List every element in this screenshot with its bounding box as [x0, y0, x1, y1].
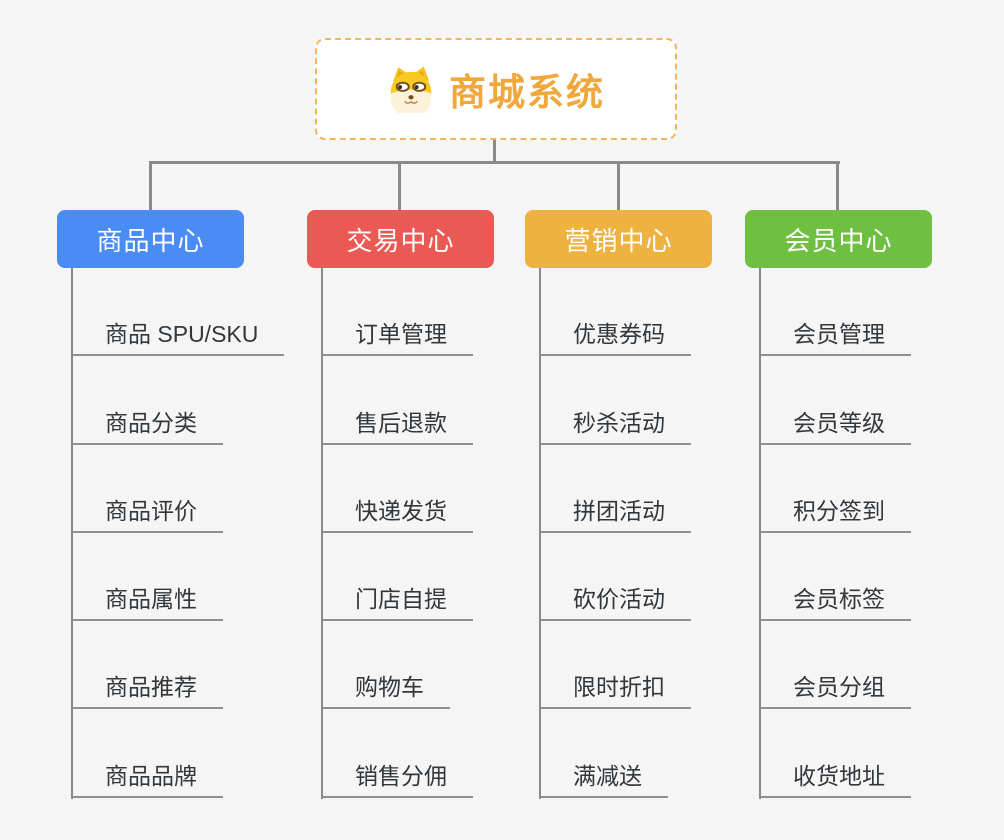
child-row: 满减送 — [539, 709, 789, 798]
child-row: 会员标签 — [759, 533, 1004, 622]
connector-drop — [836, 163, 839, 211]
child-topic[interactable]: 商品属性 — [71, 580, 223, 622]
child-row: 会员管理 — [759, 268, 1004, 357]
child-row: 秒杀活动 — [539, 356, 789, 445]
child-topic[interactable]: 快递发货 — [321, 492, 473, 533]
branch-children-column: 商品 SPU/SKU 商品分类 商品评价 商品属性 商品推荐 商品品牌 — [71, 268, 321, 799]
child-row: 购物车 — [321, 621, 571, 710]
child-row: 优惠券码 — [539, 268, 789, 357]
branch-node-marketing[interactable]: 营销中心 — [525, 210, 712, 268]
child-topic[interactable]: 优惠券码 — [539, 315, 691, 357]
child-topic[interactable]: 订单管理 — [321, 315, 473, 357]
child-row: 商品推荐 — [71, 621, 321, 710]
connector-drop — [149, 163, 152, 211]
child-topic[interactable]: 积分签到 — [759, 492, 911, 533]
branch-label: 会员中心 — [784, 225, 893, 256]
root-node[interactable]: 商城系统 — [315, 38, 677, 140]
child-topic[interactable]: 拼团活动 — [539, 492, 691, 533]
child-topic[interactable]: 商品推荐 — [71, 668, 223, 710]
child-topic[interactable]: 商品评价 — [71, 492, 223, 533]
branch-node-member[interactable]: 会员中心 — [745, 210, 932, 268]
child-topic[interactable]: 售后退款 — [321, 404, 473, 445]
connector-column-rail — [759, 268, 761, 799]
child-row: 门店自提 — [321, 533, 571, 622]
connector-horizontal-bus — [149, 161, 840, 164]
child-row: 限时折扣 — [539, 621, 789, 710]
child-topic[interactable]: 购物车 — [321, 668, 450, 710]
connector-root-stem — [493, 140, 496, 164]
child-topic[interactable]: 会员等级 — [759, 404, 911, 445]
branch-children-column: 会员管理 会员等级 积分签到 会员标签 会员分组 收货地址 — [759, 268, 1004, 799]
child-topic[interactable]: 收货地址 — [759, 757, 911, 798]
connector-drop — [617, 163, 620, 211]
child-topic[interactable]: 商品品牌 — [71, 757, 223, 798]
child-row: 会员等级 — [759, 356, 1004, 445]
child-row: 会员分组 — [759, 621, 1004, 710]
child-topic[interactable]: 销售分佣 — [321, 757, 473, 798]
child-row: 拼团活动 — [539, 445, 789, 533]
branch-children-column: 优惠券码 秒杀活动 拼团活动 砍价活动 限时折扣 满减送 — [539, 268, 789, 799]
child-row: 售后退款 — [321, 356, 571, 445]
child-topic[interactable]: 会员标签 — [759, 580, 911, 622]
child-row: 商品分类 — [71, 356, 321, 445]
child-row: 订单管理 — [321, 268, 571, 357]
child-row: 商品 SPU/SKU — [71, 268, 321, 357]
child-row: 积分签到 — [759, 445, 1004, 533]
child-row: 砍价活动 — [539, 533, 789, 622]
branch-label: 商品中心 — [96, 225, 205, 256]
child-row: 商品属性 — [71, 533, 321, 622]
child-topic[interactable]: 门店自提 — [321, 580, 473, 622]
child-row: 快递发货 — [321, 445, 571, 533]
connector-column-rail — [321, 268, 323, 799]
child-topic[interactable]: 秒杀活动 — [539, 404, 691, 445]
child-topic[interactable]: 商品 SPU/SKU — [71, 315, 285, 357]
connector-drop — [398, 163, 401, 211]
branch-children-column: 订单管理 售后退款 快递发货 门店自提 购物车 销售分佣 — [321, 268, 571, 799]
child-topic[interactable]: 会员分组 — [759, 668, 911, 710]
branch-node-trade[interactable]: 交易中心 — [307, 210, 494, 268]
child-topic[interactable]: 砍价活动 — [539, 580, 691, 622]
connector-column-rail — [71, 268, 73, 799]
child-row: 商品品牌 — [71, 709, 321, 798]
branch-label: 营销中心 — [564, 225, 673, 256]
dog-face-icon — [387, 65, 435, 113]
branch-node-goods[interactable]: 商品中心 — [57, 210, 244, 268]
connector-column-rail — [539, 268, 541, 799]
child-topic[interactable]: 商品分类 — [71, 404, 223, 445]
root-label: 商城系统 — [449, 72, 605, 113]
child-row: 商品评价 — [71, 445, 321, 533]
branch-label: 交易中心 — [346, 225, 455, 256]
child-row: 销售分佣 — [321, 709, 571, 798]
child-topic[interactable]: 限时折扣 — [539, 668, 691, 710]
child-row: 收货地址 — [759, 709, 1004, 798]
child-topic[interactable]: 满减送 — [539, 757, 668, 798]
child-topic[interactable]: 会员管理 — [759, 315, 911, 357]
